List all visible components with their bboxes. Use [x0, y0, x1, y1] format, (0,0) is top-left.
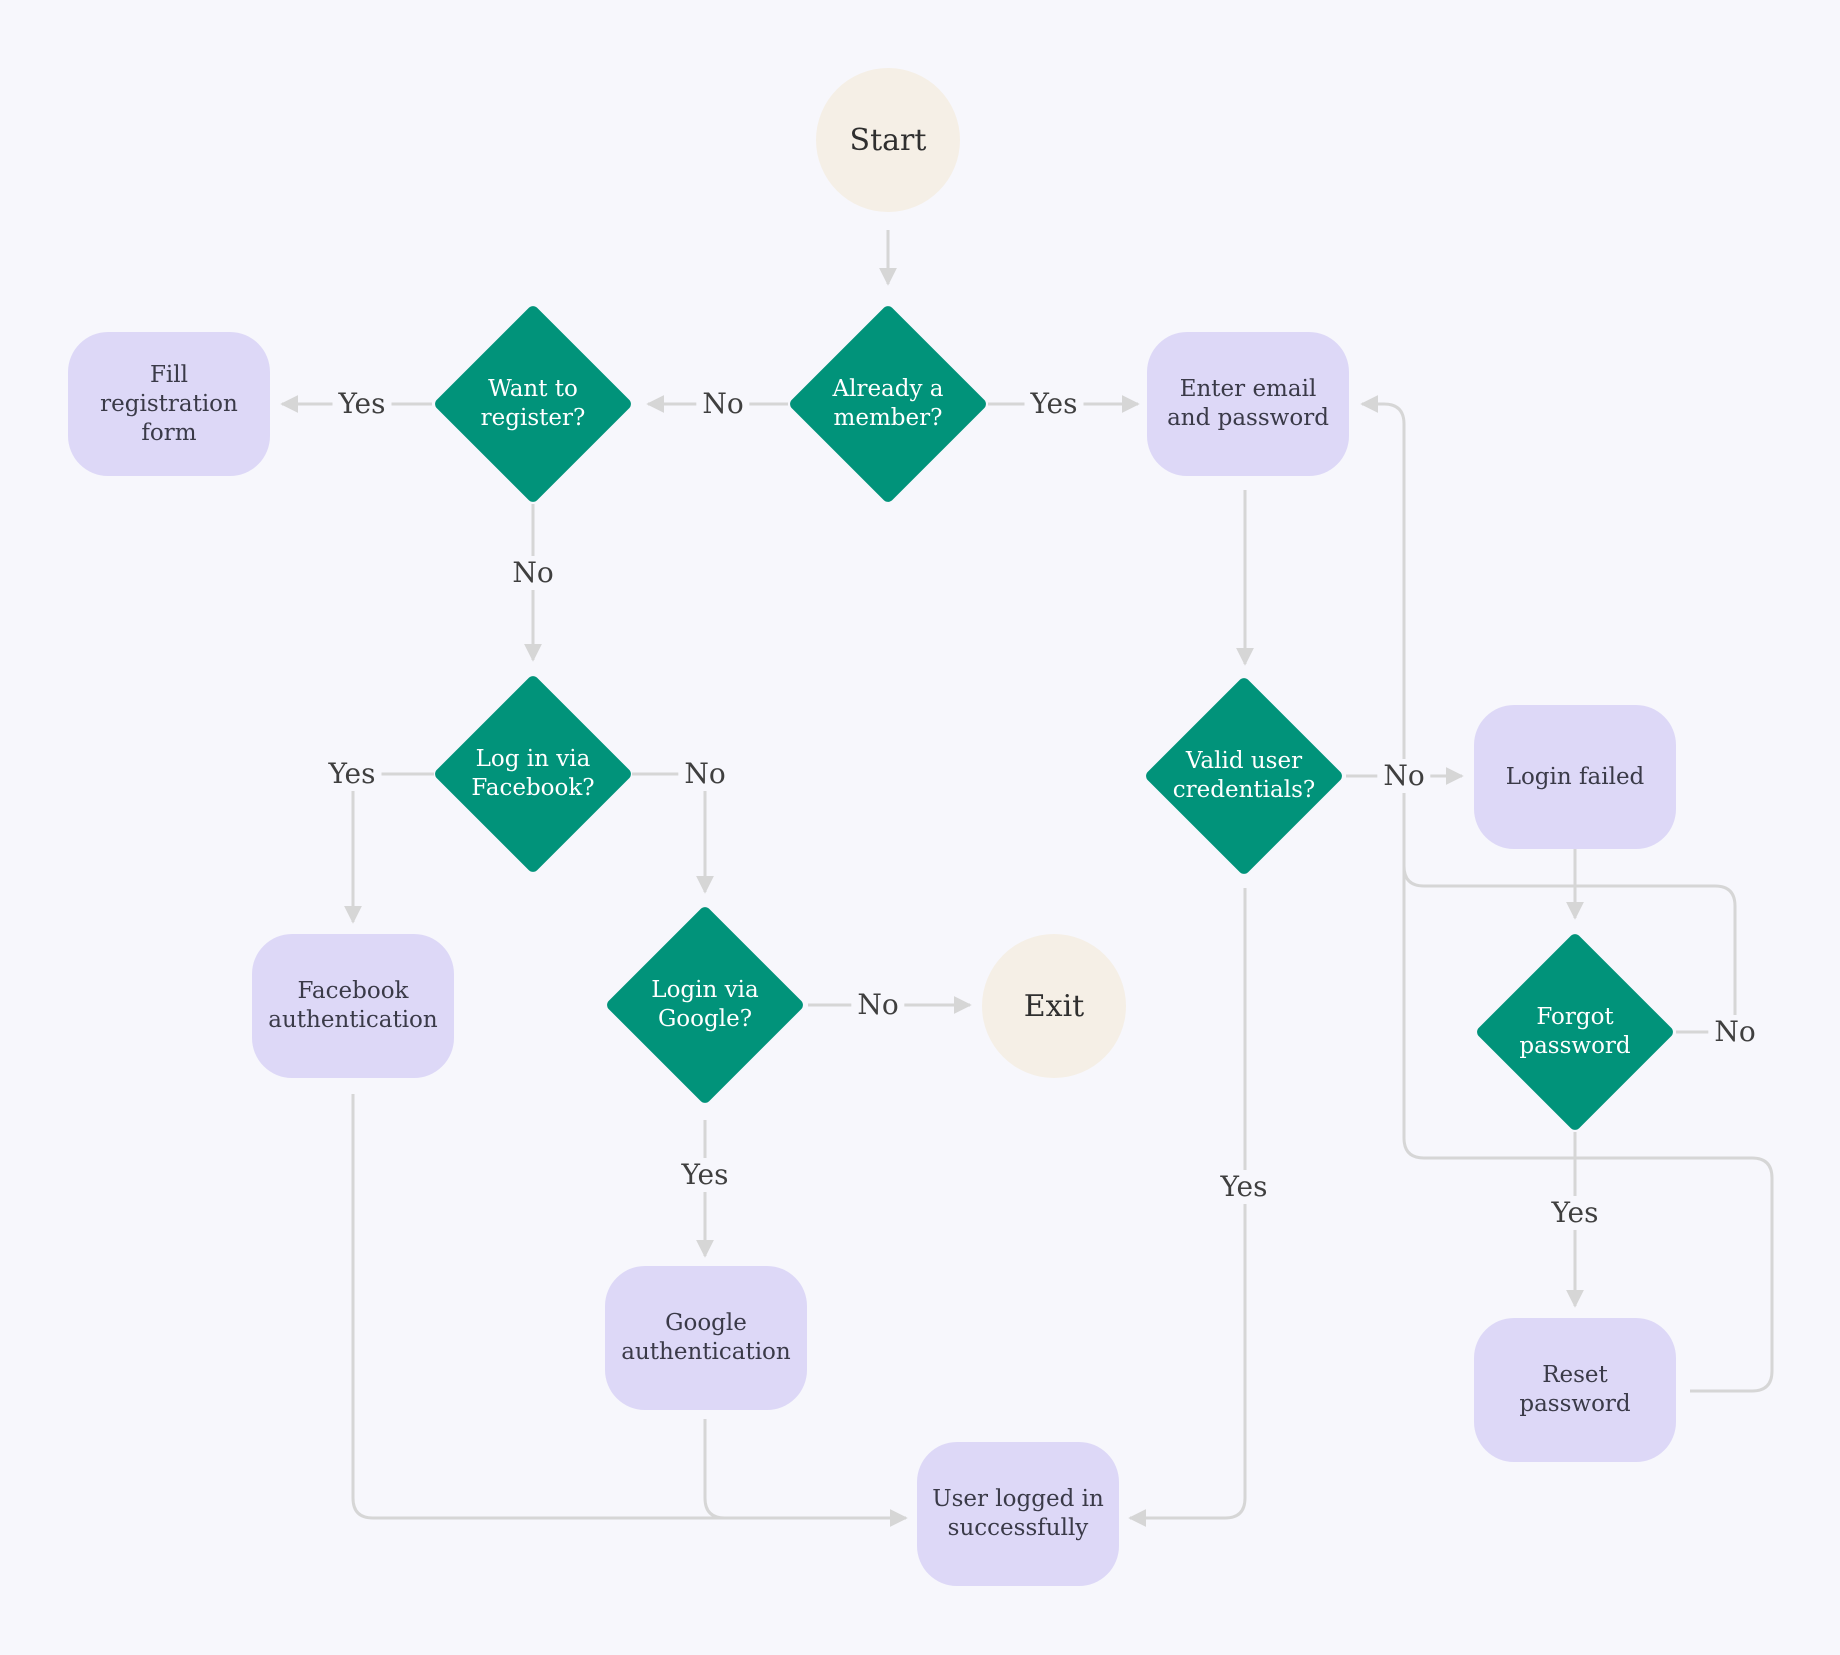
- exit-label: Exit: [1023, 988, 1085, 1024]
- login-google-label: Login via Google?: [651, 977, 759, 1032]
- valid-credentials-decision: Valid user credentials?: [1143, 675, 1345, 877]
- fill-registration-label: Fill registration form: [100, 361, 238, 446]
- edge-label-credentials-no: No: [1377, 759, 1431, 793]
- edge-facebook-yes: [344, 772, 434, 924]
- google-auth-node: Google authentication: [605, 1266, 807, 1410]
- edge-label-facebook-no: No: [678, 757, 732, 791]
- login-facebook-decision: Log in via Facebook?: [432, 673, 634, 875]
- edge-reset-to-email: [1402, 776, 1774, 1393]
- forgot-password-decision: Forgot password: [1474, 931, 1676, 1133]
- logged-in-label: User logged in successfully: [932, 1486, 1104, 1541]
- facebook-auth-label: Facebook authentication: [268, 978, 438, 1033]
- enter-email-label: Enter email and password: [1167, 376, 1329, 431]
- reset-password-label: Reset password: [1519, 1362, 1631, 1417]
- want-register-label: Want to register?: [480, 376, 586, 431]
- start-node: Start: [816, 68, 960, 212]
- enter-email-node: Enter email and password: [1147, 332, 1349, 476]
- start-label: Start: [849, 122, 927, 158]
- edge-label-google-no: No: [851, 988, 905, 1022]
- facebook-auth-node: Facebook authentication: [252, 934, 454, 1078]
- google-auth-label: Google authentication: [621, 1310, 791, 1365]
- edge-label-facebook-yes: Yes: [322, 757, 382, 791]
- edge-label-member-yes: Yes: [1024, 387, 1084, 421]
- want-register-decision: Want to register?: [432, 303, 634, 505]
- edge-google-auth-to-logged-in: [703, 1419, 760, 1520]
- edge-retry-to-email: [1360, 395, 1406, 776]
- edge-facebook-auth-to-logged-in: [351, 1094, 908, 1527]
- edge-facebook-no: [632, 772, 714, 894]
- login-google-decision: Login via Google?: [604, 904, 806, 1106]
- forgot-password-label: Forgot password: [1519, 1004, 1631, 1059]
- edge-label-forgot-yes: Yes: [1545, 1196, 1605, 1230]
- fill-registration-node: Fill registration form: [68, 332, 270, 476]
- edge-label-register-no: No: [506, 556, 560, 590]
- exit-node: Exit: [982, 934, 1126, 1078]
- valid-credentials-label: Valid user credentials?: [1172, 748, 1316, 803]
- edge-label-forgot-no: No: [1708, 1015, 1762, 1049]
- edge-label-member-no: No: [696, 387, 750, 421]
- reset-password-node: Reset password: [1474, 1318, 1676, 1462]
- already-member-decision: Already a member?: [787, 303, 989, 505]
- edge-label-register-yes: Yes: [332, 387, 392, 421]
- login-failed-label: Login failed: [1505, 763, 1645, 790]
- logged-in-node: User logged in successfully: [917, 1442, 1119, 1586]
- edge-label-google-yes: Yes: [675, 1158, 735, 1192]
- login-failed-node: Login failed: [1474, 705, 1676, 849]
- edge-label-credentials-yes: Yes: [1214, 1170, 1274, 1204]
- already-member-label: Already a member?: [832, 376, 944, 431]
- login-facebook-label: Log in via Facebook?: [471, 746, 595, 801]
- edge-credentials-yes: [1128, 888, 1247, 1527]
